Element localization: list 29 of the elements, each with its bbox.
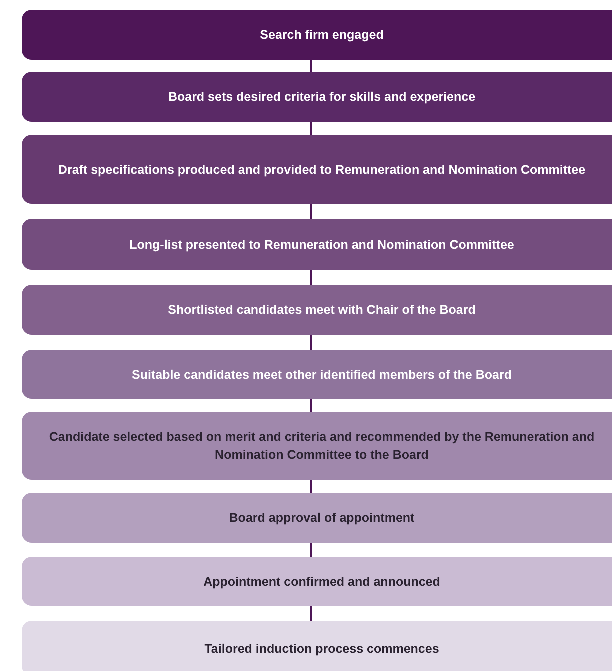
connector-line [310,480,312,493]
step-text: Draft specifications produced and provided to Remuneration and Nomination Committee [58,162,586,178]
step-text: Board approval of appointment [229,510,415,527]
connector-line [310,335,312,350]
step-text: Suitable candidates meet other identified members of the Board [132,366,512,384]
step-text: Board sets desired criteria for skills and experience [168,89,476,106]
connector-line [310,122,312,135]
connector-line [310,399,312,412]
process-box [22,557,612,606]
connector-line [310,60,312,72]
step-text: Search firm engaged [260,27,384,44]
process-box [22,412,612,480]
step-text: Tailored induction process commences [204,640,440,658]
process-box [22,621,612,671]
connector-line [310,606,312,621]
process-box [22,135,612,204]
process-box [22,219,612,270]
process-box [22,285,612,335]
connector-line [310,204,312,219]
process-box [22,350,612,399]
connector-line [310,543,312,557]
process-box [22,493,612,543]
process-box [22,72,612,122]
step-text: Appointment confirmed and announced [204,574,440,590]
process-box [22,10,612,60]
step-text: Shortlisted candidates meet with Chair of the Board [168,302,476,319]
step-text: Candidate selected based on merit and criteria and recommended by the Remuneration and Nomination Committee to the Board [48,429,596,464]
connector-line [310,270,312,285]
step-text: Long-list presented to Remuneration and Nomination Committee [130,236,514,254]
